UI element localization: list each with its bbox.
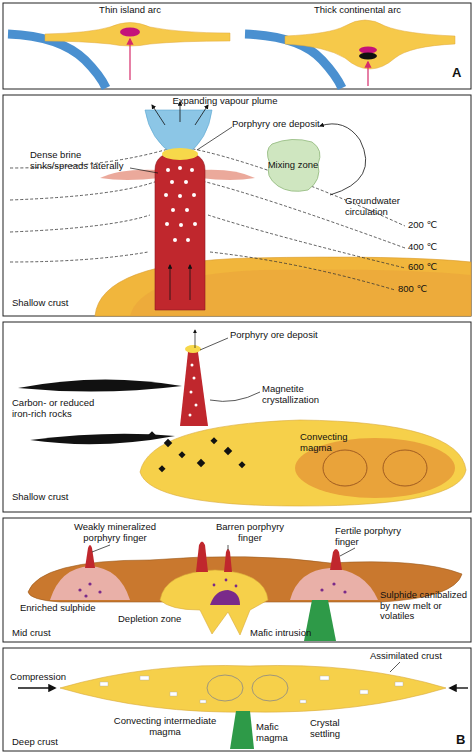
annotation-label: Shallow crust: [12, 492, 69, 503]
annotation-label: Mafic intrusion: [250, 628, 311, 639]
annotation-label: Compression: [10, 672, 66, 683]
annotation-label: Assimilated crust: [370, 651, 460, 662]
annotation-label: Dense brine sinks/spreads laterally: [30, 150, 130, 171]
annotation-label: Expanding vapour plume: [150, 96, 300, 107]
annotation-label: Depletion zone: [118, 614, 198, 625]
annotation-label: Deep crust: [12, 737, 58, 748]
annotation-label: Thin island arc: [70, 5, 190, 16]
annotation-label: Groundwater circulation: [345, 196, 420, 217]
annotation-label: A: [452, 66, 461, 81]
annotation-label: Crystal settling: [310, 718, 365, 739]
annotation-label: Magnetite crystallization: [262, 384, 337, 405]
annotation-label: Carbon- or reduced iron-rich rocks: [12, 398, 107, 419]
annotation-label: Porphyry ore deposit: [230, 330, 330, 341]
annotation-label: Sulphide canibalized by new melt or vola…: [380, 590, 468, 622]
annotation-label: Fertile porphyry finger: [335, 526, 405, 547]
annotation-label: Convecting intermediate magma: [110, 716, 220, 737]
annotation-label: Weakly mineralized porphyry finger: [60, 522, 170, 543]
annotation-label: Porphyry ore deposit: [232, 119, 332, 130]
annotation-label: 600 ℃: [408, 262, 437, 273]
annotation-label: 400 ℃: [408, 242, 437, 253]
annotation-label: Mid crust: [12, 628, 51, 639]
annotation-label: Enriched sulphide: [20, 603, 110, 614]
annotation-label: 800 ℃: [398, 284, 427, 295]
annotation-label: 200 ℃: [408, 220, 437, 231]
annotation-label: B: [456, 733, 465, 748]
zone-shape: Mixing zone: [262, 136, 324, 194]
annotation-label: Barren porphyry finger: [210, 522, 290, 543]
annotation-label: Thick continental arc: [290, 5, 425, 16]
annotation-label: Mafic magma: [256, 722, 296, 743]
annotation-label: Shallow crust: [12, 298, 69, 309]
zone-label: Mixing zone: [262, 160, 324, 170]
annotation-label: Convecting magma: [300, 432, 350, 453]
